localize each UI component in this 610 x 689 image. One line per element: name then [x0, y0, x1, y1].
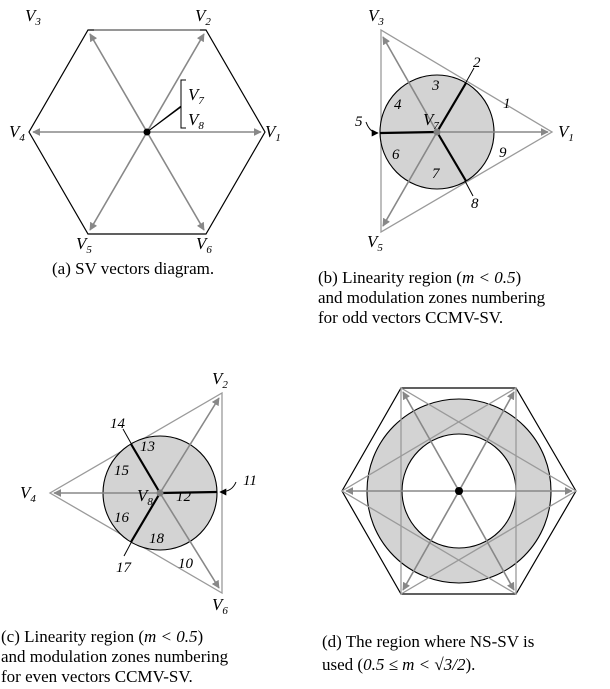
v7-v8-pointer: [146, 105, 182, 133]
zone-16: 16: [114, 510, 130, 526]
origin-dot-d: [455, 487, 463, 495]
pointer-zone-5: [365, 121, 379, 137]
zone-18: 18: [149, 531, 165, 547]
label-v8-even: V8: [137, 486, 153, 508]
boundary-zone-14: [130, 443, 161, 494]
boundary-zone-5: [379, 130, 438, 135]
label-v4-even: V4: [20, 483, 36, 505]
pointer-zone-8: [464, 180, 474, 197]
panel-d-ns-sv-region: (d) The region where NS-SV is used (0.5 …: [322, 386, 578, 674]
vector-v3: [89, 33, 148, 133]
caption-c-line3: for even vectors CCMV-SV.: [1, 667, 193, 686]
label-v7: V7: [188, 85, 204, 107]
label-v6: V6: [196, 234, 212, 256]
vector-v6-d: [458, 490, 515, 591]
zone-10: 10: [178, 556, 194, 572]
label-v7-odd: V7: [423, 110, 439, 132]
zone-9: 9: [499, 145, 507, 161]
vector-v5-d: [402, 490, 460, 591]
zone-7: 7: [432, 166, 441, 182]
vector-v2-d: [458, 391, 515, 492]
caption-b-line3: for odd vectors CCMV-SV.: [318, 308, 503, 327]
caption-d-line2: used (0.5 ≤ m < √3/2).: [322, 655, 475, 674]
origin-dot-odd: [433, 128, 441, 136]
label-v8: V8: [188, 110, 204, 132]
zone-1: 1: [503, 96, 511, 112]
label-v1-odd: V1: [558, 122, 574, 144]
caption-c-line2: and modulation zones numbering: [1, 647, 229, 666]
panel-a-sv-diagram: V3 V2 V7 V8 V4 V1 V5 V6 (a) SV vectors d…: [9, 6, 281, 278]
zone-15: 15: [114, 463, 130, 479]
zone-3: 3: [431, 78, 440, 94]
v7-v8-bracket: [180, 79, 186, 129]
label-v6-even: V6: [212, 595, 228, 617]
hexagon-outline: [28, 29, 266, 235]
panel-c-even-vectors: 10 11 12 13 14 15 16 17 18 V8 V2 V4 V6 (…: [1, 369, 257, 686]
origin-dot: [143, 128, 151, 136]
vector-v5-odd: [382, 131, 438, 227]
boundary-zone-17: [130, 492, 161, 543]
caption-c-line1: (c) Linearity region (m < 0.5): [1, 627, 203, 646]
zone-11: 11: [243, 473, 257, 489]
zone-5: 5: [355, 114, 363, 130]
origin-dot-even: [156, 489, 164, 497]
vector-v3-d: [402, 391, 460, 492]
zone-6: 6: [392, 147, 400, 163]
v7-v8-leader: [146, 79, 186, 133]
zone-14: 14: [110, 416, 126, 432]
label-v3-odd: V3: [368, 6, 384, 28]
boundary-zone-11: [159, 490, 218, 495]
boundary-zone-2: [436, 82, 467, 133]
label-v3: V3: [25, 6, 41, 28]
zone-8: 8: [471, 196, 479, 212]
vector-v6-even: [159, 492, 220, 589]
vector-v2: [146, 33, 205, 133]
label-v1: V1: [265, 122, 281, 144]
caption-b-line2: and modulation zones numbering: [318, 288, 546, 307]
vector-v6: [146, 131, 205, 231]
pointer-zone-14: [122, 428, 133, 446]
zone-17: 17: [116, 560, 133, 576]
pointer-zone-17: [123, 540, 133, 557]
vector-v5: [89, 131, 148, 231]
label-v5-odd: V5: [367, 232, 383, 254]
zone-12: 12: [176, 489, 192, 505]
label-v2: V2: [195, 6, 211, 28]
zone-4: 4: [394, 97, 402, 113]
vector-v3-odd: [382, 36, 438, 133]
caption-d-line1: (d) The region where NS-SV is: [322, 632, 534, 651]
pointer-zone-11: [219, 481, 237, 496]
pointer-zone-2: [464, 67, 475, 85]
zone-2: 2: [473, 55, 481, 71]
label-v4: V4: [9, 122, 25, 144]
caption-b-line1: (b) Linearity region (m < 0.5): [318, 268, 521, 287]
label-v5: V5: [76, 234, 92, 256]
vector-v2-even: [159, 397, 220, 494]
label-v2-even: V2: [212, 369, 228, 391]
caption-a: (a) SV vectors diagram.: [52, 259, 214, 278]
panel-b-odd-vectors: 1 2 3 4 5 6 7 8 9 V7 V3 V1 V5 (b) Linear…: [318, 6, 574, 327]
zone-13: 13: [140, 439, 155, 455]
boundary-zone-8: [436, 131, 467, 182]
